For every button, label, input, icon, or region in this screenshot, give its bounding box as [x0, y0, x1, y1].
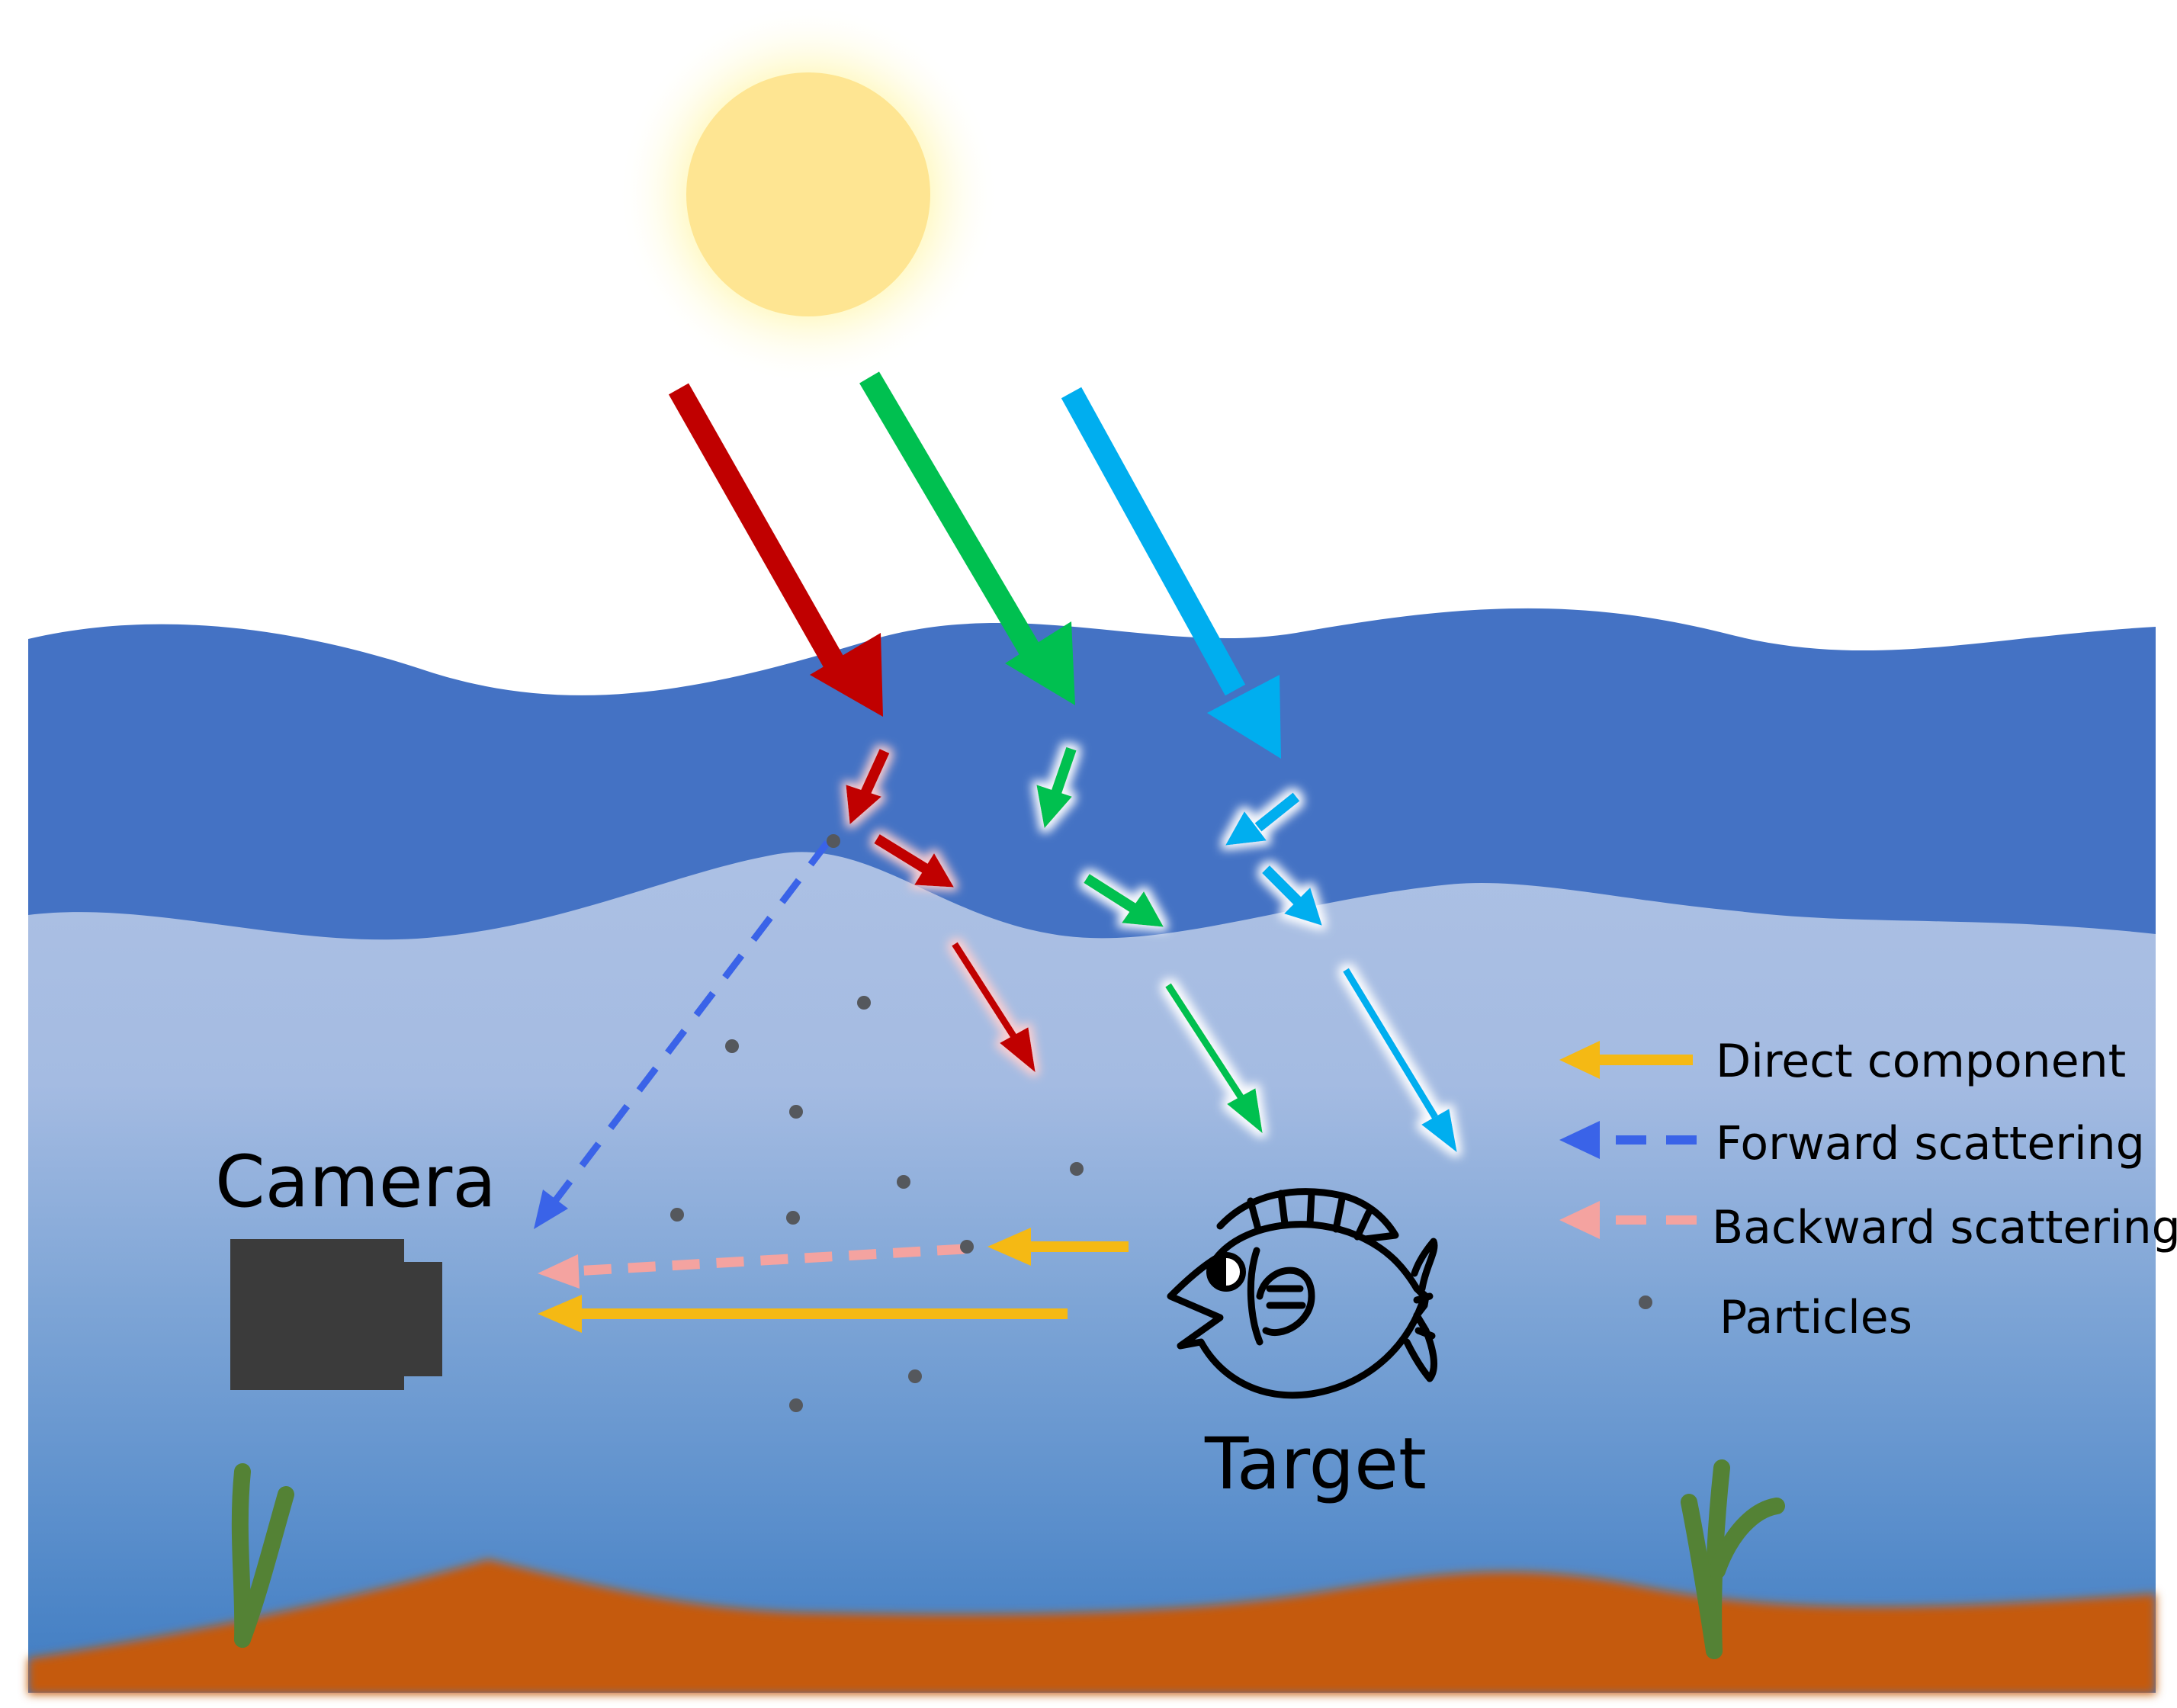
particle — [786, 1211, 800, 1225]
particle — [960, 1240, 974, 1254]
direct-component-arrow — [538, 1295, 1068, 1333]
particle — [670, 1208, 684, 1222]
seaweed-icon — [231, 1463, 294, 1648]
forward-scattering-arrow — [534, 840, 830, 1229]
particle — [789, 1398, 803, 1412]
seaweed-icon — [1681, 1459, 1785, 1659]
legend-label-particles: Particles — [1719, 1291, 1912, 1344]
legend-arrowhead-forward — [1559, 1121, 1600, 1159]
legend-arrowhead-backward — [1559, 1201, 1600, 1239]
camera-icon — [230, 1239, 442, 1390]
fish-eye — [1206, 1252, 1246, 1292]
camera-label: Camera — [215, 1141, 496, 1224]
blue-scatter-arrows — [1225, 792, 1457, 1153]
legend-item-direct: Direct component — [1559, 1035, 2126, 1088]
particle — [857, 996, 871, 1010]
green-scatter-arrows — [1036, 746, 1263, 1134]
sun-icon — [686, 72, 930, 316]
particle — [725, 1039, 739, 1053]
legend-item-forward: Forward scattering — [1559, 1117, 2145, 1170]
particle — [1070, 1162, 1084, 1176]
green-light-beam — [859, 371, 1075, 705]
direct-component-arrow — [987, 1228, 1129, 1266]
legend-item-backward: Backward scattering — [1559, 1201, 2177, 1254]
fish-icon — [1167, 1188, 1438, 1399]
legend: Direct component Forward scattering Back… — [1559, 1035, 2177, 1344]
legend-arrowhead-direct — [1559, 1041, 1600, 1079]
legend-label-backward: Backward scattering — [1712, 1201, 2177, 1254]
particles — [670, 834, 1084, 1412]
particle — [897, 1175, 910, 1189]
legend-label-forward: Forward scattering — [1716, 1117, 2145, 1170]
blue-light-beam — [1061, 387, 1281, 759]
particle — [908, 1369, 922, 1383]
legend-swatch-particles — [1639, 1295, 1652, 1309]
particle — [827, 834, 840, 848]
red-scatter-arrows — [846, 749, 1036, 1073]
water-surface-wave — [28, 608, 2156, 940]
seabed — [28, 1559, 2156, 1694]
legend-item-particles: Particles — [1639, 1291, 1912, 1344]
backward-scattering-arrow — [538, 1244, 965, 1289]
legend-label-direct: Direct component — [1716, 1035, 2126, 1088]
red-light-beam — [668, 383, 883, 717]
particle — [789, 1105, 803, 1119]
target-label: Target — [1204, 1423, 1427, 1506]
